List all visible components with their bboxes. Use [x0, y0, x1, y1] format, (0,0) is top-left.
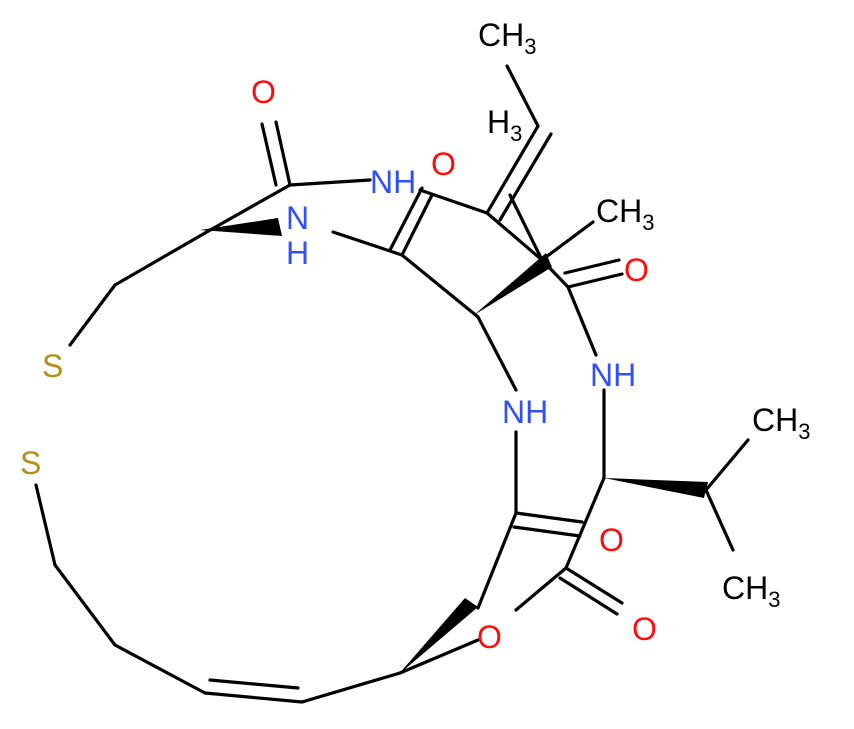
methyl-label-top: CH3 [478, 17, 536, 59]
oxygen-label-top: O [251, 74, 276, 110]
wedge-bonds [200, 218, 708, 675]
nh-label-right: NH [590, 357, 636, 393]
methyl-label-mid: CH3 [596, 193, 654, 235]
methyl-label-right-lower: CH3 [722, 570, 780, 612]
bonds [34, 64, 750, 704]
nh-label-left-n: N [286, 200, 309, 236]
sulfur-label-upper: S [42, 348, 63, 384]
methyl-label-right-upper: CH3 [752, 402, 810, 444]
oxygen-label-mid-right: O [599, 522, 624, 558]
sulfur-label-lower: S [20, 445, 41, 481]
nh-label-top: NH [370, 164, 416, 200]
methyl-label-partial: H3 [487, 104, 522, 146]
oxygen-label-ring: O [477, 619, 502, 655]
nh-label-left-h: H [286, 235, 309, 271]
atom-labels: O NH O CH3 H3 CH3 O N H NH S S NH CH3 O … [20, 17, 810, 655]
wedge-left-nh [200, 218, 282, 236]
wedge-ester-carbon [398, 598, 478, 675]
nh-label-center: NH [502, 394, 548, 430]
oxygen-label-right: O [624, 252, 649, 288]
oxygen-label-center: O [431, 146, 456, 182]
wedge-valine [604, 478, 708, 498]
oxygen-label-lower-right: O [632, 611, 657, 647]
wedge-central [474, 253, 552, 315]
